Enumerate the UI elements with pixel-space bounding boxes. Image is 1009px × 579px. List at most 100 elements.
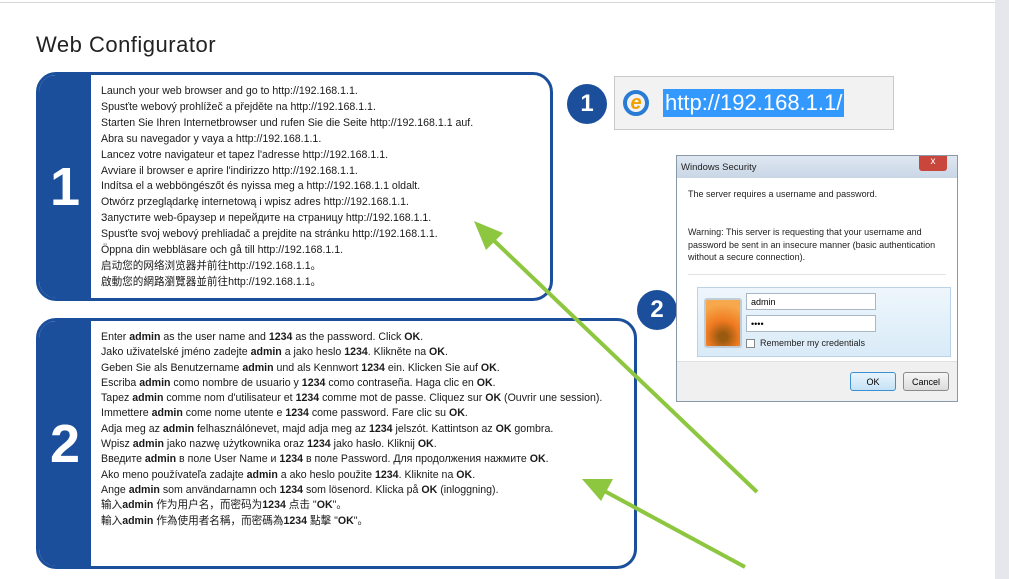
bold-text: 1234 bbox=[368, 422, 393, 435]
bold-text: admin bbox=[246, 468, 278, 481]
text: Geben Sie als Benutzername bbox=[101, 361, 243, 374]
step-1-instructions: Launch your web browser and go to http:/… bbox=[101, 84, 542, 291]
bold-text: 1234 bbox=[285, 407, 309, 420]
text: . bbox=[492, 376, 496, 389]
text: jako nazwę użytkownika oraz bbox=[163, 438, 308, 451]
instruction-line: Введите admin в поле User Name и 1234 в … bbox=[101, 452, 626, 467]
bold-text: admin bbox=[122, 499, 154, 512]
text: comme nom d'utilisateur et bbox=[163, 392, 296, 405]
text: come nome utente e bbox=[182, 407, 286, 420]
instruction-line: Tapez admin comme nom d'utilisateur et 1… bbox=[101, 391, 626, 406]
bold-text: admin bbox=[122, 514, 154, 527]
text: Wpisz bbox=[101, 438, 133, 451]
text: . bbox=[420, 331, 424, 343]
bold-text: OK bbox=[421, 483, 438, 496]
text: "。 bbox=[353, 514, 369, 527]
bold-text: OK bbox=[316, 499, 333, 512]
instruction-line: Adja meg az admin felhasználónevet, majd… bbox=[101, 422, 626, 437]
text: 點擊 " bbox=[307, 514, 338, 527]
bold-text: OK bbox=[337, 514, 354, 527]
text: Adja meg az bbox=[101, 422, 163, 435]
bold-text: admin bbox=[132, 392, 164, 405]
text: 输入 bbox=[101, 499, 123, 512]
text: Spusťte webový prohlížeč a přejděte na h… bbox=[101, 100, 376, 113]
text: Enter bbox=[101, 331, 130, 343]
text: Öppna din webbläsare och gå till http://… bbox=[101, 244, 344, 257]
instruction-line: Ange admin som användarnamn och 1234 som… bbox=[101, 483, 626, 498]
bold-text: 1234 bbox=[375, 468, 399, 481]
text: und als Kennwort bbox=[273, 361, 362, 374]
ok-button[interactable]: OK bbox=[850, 372, 896, 391]
text: (Ouvrir une session). bbox=[501, 392, 603, 405]
text: som användarnamn och bbox=[159, 483, 280, 496]
address-bar[interactable]: e http://192.168.1.1/ bbox=[614, 76, 894, 130]
text: Otwórz przeglądarkę internetową i wpisz … bbox=[101, 196, 409, 209]
bold-text: 1234 bbox=[344, 346, 368, 359]
text: Escriba bbox=[101, 376, 140, 389]
bold-text: OK bbox=[449, 407, 465, 420]
page-title: Web Configurator bbox=[36, 32, 217, 57]
bold-text: OK bbox=[476, 376, 493, 389]
instruction-line: Immettere admin come nome utente e 1234 … bbox=[101, 406, 626, 421]
password-field[interactable] bbox=[746, 315, 876, 332]
text: Indítsa el a webböngészőt és nyissa meg … bbox=[101, 180, 421, 193]
text: Starten Sie Ihren Internetbrowser und ru… bbox=[101, 116, 474, 129]
cancel-button[interactable]: Cancel bbox=[903, 372, 949, 391]
dialog-warning: Warning: This server is requesting that … bbox=[688, 227, 936, 262]
text: som lösenord. Klicka på bbox=[303, 483, 422, 496]
text: . bbox=[464, 407, 468, 420]
text: Ange bbox=[101, 483, 129, 496]
checkbox-icon[interactable] bbox=[746, 338, 755, 348]
text: 輸入 bbox=[101, 514, 123, 527]
bold-text: OK bbox=[485, 392, 502, 405]
ie-icon: e bbox=[623, 90, 649, 116]
username-field[interactable] bbox=[746, 293, 876, 310]
bold-text: OK bbox=[529, 453, 546, 466]
bold-text: admin bbox=[242, 361, 274, 374]
step-number: 2 bbox=[39, 321, 91, 566]
remember-credentials-checkbox[interactable]: Remember my credentials bbox=[746, 338, 865, 348]
text: . bbox=[433, 438, 437, 451]
bold-text: admin bbox=[144, 453, 177, 466]
credentials-panel: Remember my credentials bbox=[697, 287, 951, 357]
text: . bbox=[472, 468, 476, 481]
address-url[interactable]: http://192.168.1.1/ bbox=[663, 89, 845, 117]
instruction-line: Avviare il browser e aprire l'indirizzo … bbox=[101, 164, 542, 180]
bold-text: OK bbox=[429, 346, 445, 359]
text: Введите bbox=[101, 453, 145, 466]
text: gombra. bbox=[511, 422, 554, 435]
top-divider bbox=[0, 2, 995, 3]
text: 点击 " bbox=[285, 499, 317, 512]
illustration-2-badge: 2 bbox=[637, 290, 677, 330]
text: a jako heslo bbox=[281, 346, 345, 359]
instruction-line: 输入admin 作为用户名，而密码为1234 点击 "OK"。 bbox=[101, 498, 626, 513]
bold-text: 1234 bbox=[283, 514, 308, 527]
instruction-line: Starten Sie Ihren Internetbrowser und ru… bbox=[101, 116, 542, 132]
bold-text: 1234 bbox=[361, 361, 385, 374]
text: . bbox=[496, 361, 500, 374]
text: Spusťte svoj webový prehliadač a prejdit… bbox=[101, 228, 438, 241]
bold-text: admin bbox=[128, 483, 160, 496]
close-button[interactable]: x bbox=[919, 156, 947, 171]
text: como nombre de usuario y bbox=[170, 376, 302, 389]
instruction-line: Spusťte svoj webový prehliadač a prejdit… bbox=[101, 227, 542, 243]
text: Ako meno používateľa zadajte bbox=[101, 468, 247, 481]
instruction-line: Enter admin as the user name and 1234 as… bbox=[101, 330, 626, 345]
bold-text: OK bbox=[495, 422, 512, 435]
bold-text: admin bbox=[250, 346, 282, 359]
text: Immettere bbox=[101, 407, 152, 420]
instruction-line: 輸入admin 作為使用者名稱，而密碼為1234 點擊 "OK"。 bbox=[101, 514, 626, 529]
instruction-line: 启动您的网络浏览器并前往http://192.168.1.1。 bbox=[101, 259, 542, 275]
dialog-title: Windows Security bbox=[677, 156, 957, 178]
bold-text: admin bbox=[129, 331, 161, 343]
bold-text: admin bbox=[151, 407, 183, 420]
illustration-1-badge: 1 bbox=[567, 84, 607, 124]
text: 作为用户名，而密码为 bbox=[153, 499, 263, 512]
text: (inloggning). bbox=[437, 483, 499, 496]
bold-text: OK bbox=[480, 361, 497, 374]
text: . Kliknite na bbox=[398, 468, 457, 481]
text: Lancez votre navigateur et tapez l'adres… bbox=[101, 148, 389, 161]
text: felhasználónevet, majd adja meg az bbox=[194, 422, 369, 435]
dialog-footer: OK Cancel bbox=[677, 361, 957, 401]
instruction-line: 啟動您的網路瀏覽器並前往http://192.168.1.1。 bbox=[101, 275, 542, 291]
